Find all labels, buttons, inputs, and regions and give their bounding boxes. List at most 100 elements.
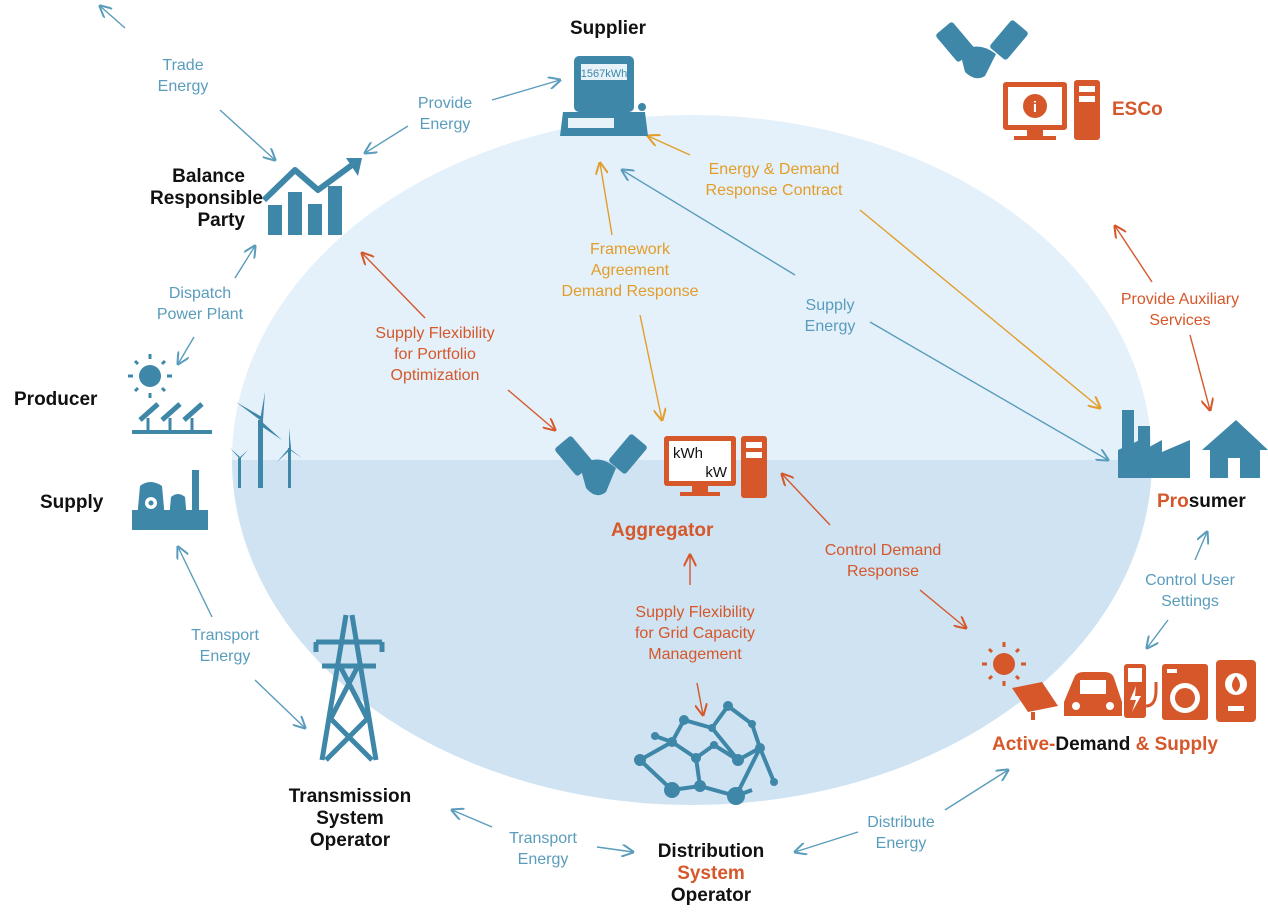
esco-label: ESCo — [1112, 99, 1163, 120]
tso-label-line3: Operator — [309, 829, 391, 851]
tso-label-line1: Transmission — [288, 786, 412, 807]
boiler-icon — [1216, 660, 1256, 722]
flow-label-framework-agreement: Framework Agreement Demand Response — [530, 240, 730, 302]
prosumer-label-highlight: Pro — [1157, 491, 1189, 512]
arrow-provide-energy-to-brp — [365, 125, 409, 153]
arrow-flex-portfolio-to-aggregator — [507, 389, 555, 430]
arrow-trade-energy-out — [100, 6, 126, 29]
flow-label-control-dr-line2: Response — [846, 562, 920, 580]
tso-label-line2: System — [316, 807, 384, 829]
flow-label-transport-bottom-line2: Energy — [517, 850, 569, 868]
arrow-control-dr-to-active — [919, 589, 966, 628]
supply-label: Supply — [40, 492, 104, 513]
arrow-dispatch-to-brp — [234, 246, 255, 279]
flow-label-transport-left-line1: Transport — [191, 627, 259, 644]
flow-label-contract-line2: Response Contract — [705, 181, 843, 199]
flow-label-flex-portfolio-line3: Optimization — [390, 366, 480, 384]
arrow-transport-to-supply — [178, 547, 213, 618]
aggregator-computer-tower-icon — [741, 436, 767, 498]
active-demand-supply-label: Active-Demand & Supply — [992, 734, 1218, 756]
aggregator-handshake-icon — [555, 434, 647, 496]
arrow-distribute-to-dso — [795, 831, 859, 852]
flow-label-distribute-line2: Energy — [875, 834, 927, 852]
arrow-provide-energy-to-supplier — [491, 80, 560, 101]
prosumer-label-rest: sumer — [1188, 491, 1246, 512]
dso-label-line2: System — [677, 862, 745, 884]
flow-label-transport-energy-bottom: Transport Energy — [488, 829, 598, 871]
washing-machine-icon — [1162, 664, 1208, 720]
wind-turbine-icon — [230, 392, 302, 488]
flow-label-distribute-energy: Distribute Energy — [846, 813, 956, 855]
info-glyph: i — [1033, 99, 1037, 116]
flow-label-supply-energy-line1: Supply — [805, 297, 855, 314]
flow-label-supply-flex-portfolio: Supply Flexibility for Portfolio Optimiz… — [350, 324, 520, 386]
flow-label-supply-energy: Supply Energy — [780, 296, 880, 338]
active-label-supply: & Supply — [1130, 734, 1218, 755]
flow-label-trade-energy-line1: Trade — [162, 57, 204, 74]
flow-label-framework-line3: Demand Response — [561, 282, 699, 300]
flow-label-trade-energy-line2: Energy — [157, 77, 209, 95]
arrow-transport-to-tso — [254, 679, 305, 728]
esco-computer-tower-icon — [1074, 80, 1100, 140]
flow-label-dispatch-power-plant: Dispatch Power Plant — [140, 284, 260, 326]
arrow-flex-portfolio-to-brp — [362, 253, 426, 319]
flow-label-transport-bottom-line1: Transport — [509, 830, 577, 847]
flow-label-auxiliary-line1: Provide Auxiliary — [1120, 291, 1240, 308]
arrow-supply-energy-to-supplier — [622, 170, 796, 276]
flow-label-control-demand-response: Control Demand Response — [808, 541, 958, 583]
arrow-transport-bottom-to-tso — [452, 810, 493, 828]
brp-label-line2: Responsible — [150, 187, 263, 209]
arrow-framework-to-aggregator — [639, 314, 662, 420]
arrow-user-settings-to-prosumer — [1194, 532, 1207, 561]
active-label-highlight: Active- — [992, 734, 1056, 755]
flow-label-control-user-settings: Control User Settings — [1130, 571, 1250, 613]
active-solar-panel-icon — [1012, 682, 1058, 720]
dso-label-line1: Distribution — [657, 841, 765, 862]
brp-label-line1: Balance — [172, 166, 245, 187]
arrow-distribute-to-active — [944, 770, 1008, 811]
supplier-label: Supplier — [570, 18, 647, 39]
brp-label-line3: Party — [197, 209, 245, 231]
flow-label-auxiliary-line2: Services — [1149, 311, 1211, 329]
flow-label-provide-energy-line1: Provide — [417, 95, 473, 112]
transmission-tower-icon — [313, 614, 385, 762]
flow-label-flex-portfolio-line2: for Portfolio — [394, 345, 476, 363]
monitor-meter-icon: kWh kW — [664, 436, 736, 496]
cash-register-icon: 1567kWh — [560, 56, 648, 136]
meter-reading: 1567kWh — [581, 68, 627, 80]
arrow-framework-to-supplier — [600, 163, 613, 236]
arrow-auxiliary-to-prosumer — [1189, 334, 1210, 410]
flow-label-transport-energy-left: Transport Energy — [170, 626, 280, 668]
nuclear-plant-icon — [132, 470, 208, 530]
solar-panel-icon — [132, 402, 212, 434]
producer-sun-icon — [128, 354, 172, 398]
electric-car-icon — [1064, 672, 1122, 716]
dso-label: Distribution System Operator — [636, 841, 786, 907]
flow-label-framework-line2: Agreement — [590, 261, 670, 279]
arrow-auxiliary-to-esco — [1115, 226, 1153, 283]
grid-network-icon — [634, 701, 778, 805]
esco-handshake-icon — [936, 20, 1028, 79]
flow-label-supply-flex-grid: Supply Flexibility for Grid Capacity Man… — [610, 603, 780, 665]
arrow-contract-to-supplier — [648, 136, 691, 156]
flow-label-supply-energy-line2: Energy — [804, 317, 856, 335]
arrow-contract-to-prosumer — [859, 209, 1100, 408]
flow-label-trade-energy: Trade Energy — [128, 56, 238, 98]
flow-label-dispatch-line1: Dispatch — [168, 285, 232, 302]
monitor-unit-kw: kW — [705, 464, 728, 481]
flow-label-control-dr-line1: Control Demand — [824, 542, 942, 559]
producer-label: Producer — [14, 389, 98, 410]
flow-label-distribute-line1: Distribute — [867, 814, 935, 831]
flow-label-flex-grid-line3: Management — [648, 645, 742, 663]
dso-label-line3: Operator — [670, 884, 752, 906]
flow-arrows — [100, 6, 1210, 852]
monitor-info-icon: i — [1003, 82, 1067, 140]
flow-label-flex-portfolio-line1: Supply Flexibility — [375, 325, 495, 342]
prosumer-label: Prosumer — [1157, 491, 1246, 513]
arrow-transport-bottom-to-dso — [596, 847, 633, 852]
flow-label-energy-demand-contract: Energy & Demand Response Contract — [674, 160, 874, 202]
active-sun-icon — [982, 642, 1026, 686]
flow-label-flex-grid-line2: for Grid Capacity — [634, 624, 756, 642]
